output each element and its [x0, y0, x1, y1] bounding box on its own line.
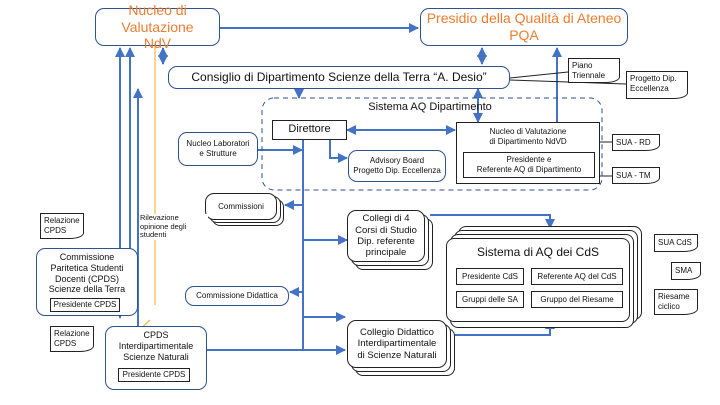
colldid-box: Collegio Didattico Interdipartimentale d…: [347, 320, 447, 368]
doc-piano-line2: Triennale: [572, 70, 606, 80]
ndvd-line1: Nucleo di Valutazione: [489, 127, 567, 136]
cpds-inter-line3: Scienze Naturali: [123, 351, 189, 362]
doc-relazione-1-line2: CPDS: [44, 225, 67, 235]
advisory-line1: Advisory Board: [369, 156, 425, 166]
consiglio-label: Consiglio di Dipartimento Scienze della …: [191, 70, 487, 85]
presidente-cpds-1-label: Presidente CPDS: [53, 300, 117, 310]
commdid-box: Commissione Didattica: [185, 286, 289, 306]
doc-relazione-2-line2: CPDS: [54, 338, 77, 348]
doc-sua-tm: SUA - TM: [612, 167, 660, 184]
direttore-label: Direttore: [288, 123, 331, 136]
ndv-line1: Nucleo di Valutazione: [121, 1, 194, 35]
cpds-terra-line2: Paritetica Studenti: [50, 262, 124, 273]
doc-progetto-line2: Eccellenza: [630, 83, 669, 93]
doc-relazione-2: Relazione CPDS: [50, 326, 94, 352]
advisory-line2: Progetto Dip. Eccellenza: [353, 166, 441, 175]
presidente-cds-label: Presidente CdS: [461, 271, 519, 281]
doc-riesame: Riesame ciclico: [654, 289, 698, 315]
presidente-cds-box: Presidente CdS: [456, 268, 524, 285]
doc-sma-label: SMA: [675, 266, 693, 275]
rilevazione-line1: Rilevazione: [140, 213, 179, 222]
sistema-aq-dip-frame: [261, 97, 603, 191]
doc-relazione-1-line1: Relazione: [44, 216, 80, 225]
collegi4-box: Collegi di 4 Corsi di Studio Dip. refere…: [347, 210, 425, 262]
ndv-box: Nucleo di Valutazione NdV: [95, 2, 220, 51]
cpds-inter-line1: CPDS: [143, 330, 169, 340]
doc-piano-line1: Piano: [572, 61, 593, 70]
colldid-line2: Interdipartimentale: [357, 338, 437, 350]
doc-sma: SMA: [671, 262, 701, 280]
gruppi-sa-label: Gruppi delle SA: [461, 294, 519, 304]
gruppo-riesame-box: Gruppo del Riesame: [531, 291, 623, 308]
rilevazione-line2: opinione degli: [140, 221, 187, 231]
pqa-line1: Presidio della Qualità di Ateneo: [426, 10, 622, 27]
doc-relazione-2-line1: Relazione: [54, 329, 90, 338]
nucleo-lab-line2: e Strutture: [199, 149, 237, 158]
connector-direttore-advisory: [329, 140, 348, 163]
ndv-line2: NdV: [143, 35, 172, 52]
doc-progetto: Progetto Dip. Eccellenza: [626, 71, 688, 99]
doc-progetto-line1: Progetto Dip.: [630, 74, 677, 83]
sistema-cds-title: Sistema di AQ dei CdS: [476, 245, 600, 259]
doc-sua-tm-label: SUA - TM: [616, 171, 651, 180]
advisory-box: Advisory Board Progetto Dip. Eccellenza: [348, 150, 446, 182]
gruppi-sa-box: Gruppi delle SA: [456, 291, 524, 308]
cpds-terra-line3: Docenti (CPDS): [54, 273, 119, 284]
doc-sua-rd-label: SUA - RD: [616, 138, 651, 147]
ndvd-line2: di Dipartimento NdVD: [489, 136, 567, 146]
presidente-ref-box: Presidente e Referente AQ di Dipartiment…: [463, 152, 595, 178]
consiglio-box: Consiglio di Dipartimento Scienze della …: [168, 66, 510, 89]
cpds-inter-line2: Interdipartimentale: [118, 340, 194, 351]
colldid-line1: Collegio Didattico: [360, 326, 434, 338]
doc-riesame-line2: ciclico: [658, 301, 680, 311]
referente-cds-label: Referente AQ del CdS: [537, 271, 617, 281]
colldid-line3: di Scienze Naturali: [357, 349, 437, 361]
pqa-box: Presidio della Qualità di Ateneo PQA: [420, 8, 628, 46]
gruppo-riesame-label: Gruppo del Riesame: [540, 294, 614, 304]
sistema-aq-dip-title: Sistema AQ Dipartimento: [368, 101, 492, 113]
doc-piano: Piano Triennale: [568, 58, 620, 83]
cpds-terra-line4: Scienze della Terra: [48, 284, 126, 295]
nucleo-lab-line1: Nucleo Laboratori: [186, 139, 250, 149]
presidente-ref-line1: Presidente e: [506, 155, 552, 165]
pqa-line2: PQA: [509, 27, 539, 43]
collegi4-line3: Dip. referente: [357, 236, 415, 247]
commdid-label: Commissione Didattica: [196, 291, 278, 301]
referente-cds-box: Referente AQ del CdS: [531, 268, 623, 285]
nucleo-lab-box: Nucleo Laboratori e Strutture: [178, 132, 258, 166]
link-consiglio-piano: [509, 71, 569, 79]
presidente-cpds-1-box: Presidente CPDS: [50, 298, 120, 312]
collegi4-line4: principale: [365, 247, 407, 259]
commissioni-box: Commissioni: [205, 193, 277, 220]
doc-sua-rd: SUA - RD: [612, 134, 660, 151]
doc-sua-cds-label: SUA CdS: [658, 238, 692, 247]
commissioni-label: Commissioni: [218, 201, 264, 211]
collegi4-line2: Corsi di Studio: [355, 224, 417, 236]
presidente-cpds-2-label: Presidente CPDS: [122, 370, 186, 380]
collegi4-line1: Collegi di 4: [362, 213, 410, 225]
rilevazione-line3: studenti: [140, 230, 167, 240]
presidente-ref-line2: Referente AQ di Dipartimento: [476, 165, 582, 174]
rilevazione-text: Rilevazione opinione degli studenti: [140, 213, 208, 240]
doc-relazione-1: Relazione CPDS: [40, 213, 84, 239]
connector-collegi-cds: [430, 214, 555, 229]
cpds-terra-line1: Commissione: [59, 252, 115, 262]
direttore-box: Direttore: [272, 120, 347, 140]
doc-sua-cds: SUA CdS: [654, 234, 698, 252]
presidente-cpds-2-box: Presidente CPDS: [118, 368, 190, 382]
doc-riesame-line1: Riesame: [658, 292, 690, 301]
